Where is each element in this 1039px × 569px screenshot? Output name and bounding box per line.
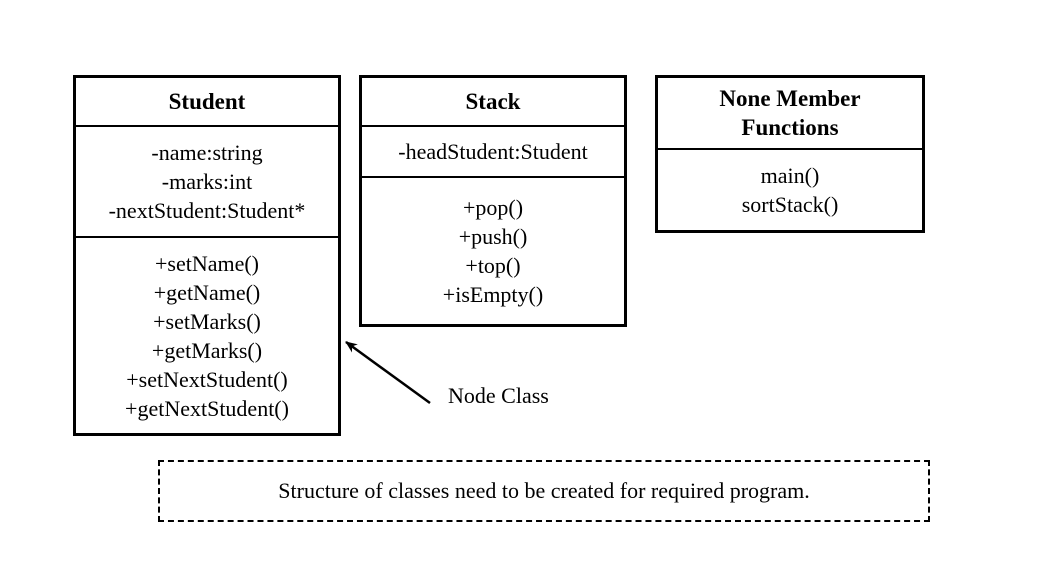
method-top: +top()	[465, 253, 521, 278]
class-box-none-member-functions: None Member Functions main() sortStack()	[655, 75, 925, 233]
class-attributes-stack: -headStudent:Student	[362, 127, 624, 178]
method-pop: +pop()	[462, 195, 524, 220]
class-box-student: Student -name:string -marks:int -nextStu…	[73, 75, 341, 436]
method-set-name: +setName()	[154, 250, 260, 276]
class-methods-stack: +pop() +push() +top() +isEmpty()	[362, 178, 624, 324]
class-name-stack: Stack	[465, 89, 521, 114]
class-name-student: Student	[168, 89, 246, 114]
class-name-none-member-functions: None Member Functions	[719, 86, 861, 140]
method-get-name: +getName()	[153, 279, 261, 305]
method-sort-stack: sortStack()	[741, 192, 839, 217]
class-methods-none-member-functions: main() sortStack()	[658, 150, 922, 230]
method-set-next-student: +setNextStudent()	[126, 366, 288, 392]
method-set-marks: +setMarks()	[153, 308, 261, 334]
method-get-next-student: +getNextStudent()	[125, 395, 289, 421]
annotation-label: Node Class	[448, 383, 549, 408]
attribute-next-student: -nextStudent:Student*	[108, 198, 306, 223]
class-methods-student: +setName() +getName() +setMarks() +getMa…	[76, 238, 338, 433]
method-main: main()	[760, 163, 820, 188]
caption-text: Structure of classes need to be created …	[278, 478, 810, 503]
class-box-stack: Stack -headStudent:Student +pop() +push(…	[359, 75, 627, 327]
attribute-name: -name:string	[151, 140, 263, 165]
class-attributes-student: -name:string -marks:int -nextStudent:Stu…	[76, 127, 338, 238]
method-get-marks: +getMarks()	[151, 337, 263, 363]
annotation-arrow-icon	[345, 340, 431, 405]
class-title-student: Student	[76, 78, 338, 127]
method-push: +push()	[458, 224, 528, 249]
caption-box: Structure of classes need to be created …	[158, 460, 930, 522]
method-is-empty: +isEmpty()	[442, 282, 544, 307]
class-title-stack: Stack	[362, 78, 624, 127]
attribute-head-student: -headStudent:Student	[398, 139, 588, 164]
attribute-marks: -marks:int	[161, 169, 253, 194]
class-title-none-member-functions: None Member Functions	[658, 78, 922, 150]
